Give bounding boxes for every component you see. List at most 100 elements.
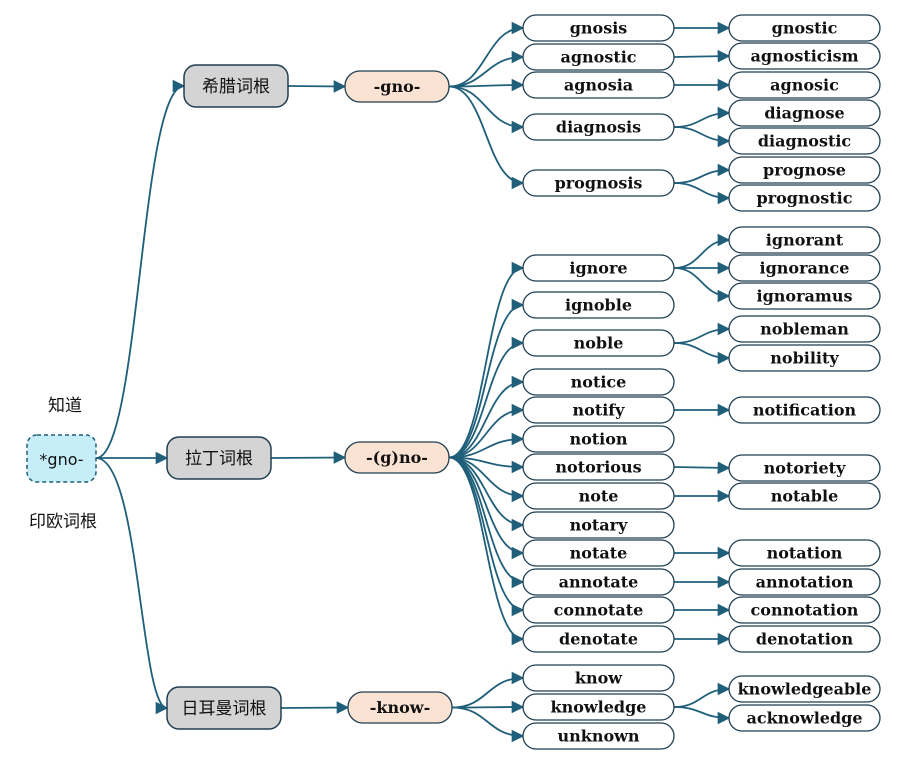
edge-word-derived [673,322,731,344]
edge-stem-word [448,78,525,92]
edge-stem-word [451,671,525,709]
derived-word-node-label: prognose [763,161,846,180]
branch-greek: 希腊词根 [183,64,289,108]
derived-word-node-label: ignorant [766,231,844,250]
word-node: knowledge [522,693,675,721]
edge-stem-word [448,375,525,459]
edge-word-derived [673,461,731,475]
word-node-label: connotate [554,601,644,620]
derived-word-node-label: annotation [756,573,854,592]
derived-word-node: knowledgeable [728,675,881,703]
derived-word-node: diagnose [728,99,881,127]
word-node-label: notion [569,430,627,449]
derived-word-node: diagnostic [728,127,881,155]
derived-word-node-label: nobility [770,349,839,368]
word-node: denotate [522,625,675,653]
derived-word-node-label: connotation [751,601,859,620]
word-node: note [522,482,675,510]
word-node-label: ignore [569,259,627,278]
stem-greek: -gno- [344,70,450,103]
edge-stem-word [448,298,525,459]
stem-label: -gno- [374,77,421,96]
derived-word-node-label: ignoramus [757,287,853,306]
stem-label: -know- [370,698,430,717]
derived-word-node: notoriety [728,454,881,482]
branch-label: 希腊词根 [202,77,270,97]
derived-word-node-label: acknowledge [746,709,862,728]
stem-latin: -(g)no- [344,441,450,474]
branch-label: 拉丁词根 [185,449,253,469]
derived-word-node: acknowledge [728,704,881,732]
edge-word-derived [673,106,731,128]
derived-word-node-label: denotation [756,630,854,649]
word-node: unknown [522,722,675,750]
derived-word-node: ignorance [728,254,881,282]
edge-stem-word [451,700,525,714]
derived-word-node: prognose [728,156,881,184]
edge-stem-word [448,403,525,459]
word-node: noble [522,329,675,357]
derived-word-node: annotation [728,568,881,596]
derived-word-node-label: notification [753,401,857,420]
word-node-label: note [579,487,619,506]
edge-word-derived [673,126,731,148]
edge-word-derived [673,706,731,725]
connector-lines [95,21,731,743]
word-node: notify [522,396,675,424]
word-node-label: agnosia [564,76,633,95]
edge-stem-word [448,50,525,88]
edge-stem-word [448,85,525,134]
derived-word-node: nobleman [728,315,881,343]
derived-word-node: prognostic [728,184,881,212]
word-node: annotate [522,568,675,596]
edge-word-derived [673,267,731,303]
root-category: 印欧词根 [29,512,97,532]
word-node: notion [522,425,675,453]
word-node-label: diagnosis [556,118,641,137]
word-node-label: knowledge [551,698,647,717]
word-node: gnosis [522,14,675,42]
derived-word-node-label: gnostic [772,19,838,38]
word-node: diagnosis [522,113,675,141]
derived-word-node-label: diagnostic [758,132,852,151]
edge-root-germanic [95,457,169,715]
stem-label: -(g)no- [366,448,428,467]
edge-stem-word [448,85,525,190]
derived-word-node: nobility [728,344,881,372]
word-node-label: unknown [557,727,639,746]
edge-stem-word [448,456,525,532]
derived-word-node-label: prognostic [757,189,853,208]
stem-germanic: -know- [347,691,453,724]
word-node-label: know [575,669,623,688]
edge-word-derived [673,682,731,708]
word-node-label: noble [574,334,624,353]
derived-word-node: notation [728,539,881,567]
edge-branch-stem [270,451,347,464]
word-node-label: ignoble [565,296,632,315]
word-node-label: denotate [559,630,638,649]
edge-stem-word [448,456,525,560]
word-node: agnosia [522,71,675,99]
edge-word-derived [673,342,731,365]
derived-word-node-label: knowledgeable [738,680,872,699]
edge-stem-word [448,456,525,646]
word-node-label: agnostic [560,48,636,67]
root-meaning: 知道 [48,396,82,416]
derived-word-node-label: nobleman [760,320,849,339]
edge-branch-stem [280,701,350,714]
word-node: agnostic [522,43,675,71]
branch-label: 日耳曼词根 [182,699,267,719]
derived-word-node-label: notoriety [764,459,846,478]
word-node-label: notate [570,544,628,563]
word-node-label: annotate [559,573,639,592]
word-node: prognosis [522,169,675,197]
edge-stem-word [448,336,525,459]
branch-germanic: 日耳曼词根 [166,686,282,730]
edge-word-derived [673,49,731,63]
derived-word-node: ignorant [728,226,881,254]
edge-word-derived [673,182,731,205]
word-node: notice [522,368,675,396]
word-node-label: notorious [555,458,641,477]
edge-stem-word [451,706,525,743]
